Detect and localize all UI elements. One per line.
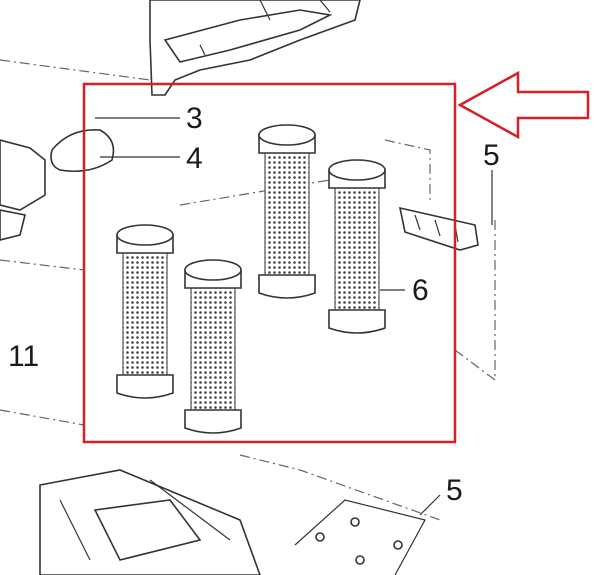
clip-part xyxy=(398,206,479,251)
label-part-4: 4 xyxy=(186,142,203,175)
label-part-6: 6 xyxy=(412,274,429,307)
label-part-5-top: 5 xyxy=(483,139,500,172)
arrow-left-icon xyxy=(457,70,590,140)
part-4-cap xyxy=(50,129,115,173)
filter-cartridge xyxy=(116,224,174,399)
label-part-5-bottom: 5 xyxy=(446,474,463,507)
label-part-11: 11 xyxy=(8,340,39,373)
filter-cartridge xyxy=(328,159,386,334)
lower-tray xyxy=(39,469,261,575)
upper-housing xyxy=(149,0,361,96)
left-housing xyxy=(0,129,115,241)
screw-set xyxy=(294,499,426,575)
label-part-3: 3 xyxy=(186,102,203,135)
filter-cartridge xyxy=(258,124,316,299)
filter-cartridge xyxy=(184,259,242,434)
highlight-box xyxy=(82,82,457,444)
filter-cartridges xyxy=(116,124,386,434)
